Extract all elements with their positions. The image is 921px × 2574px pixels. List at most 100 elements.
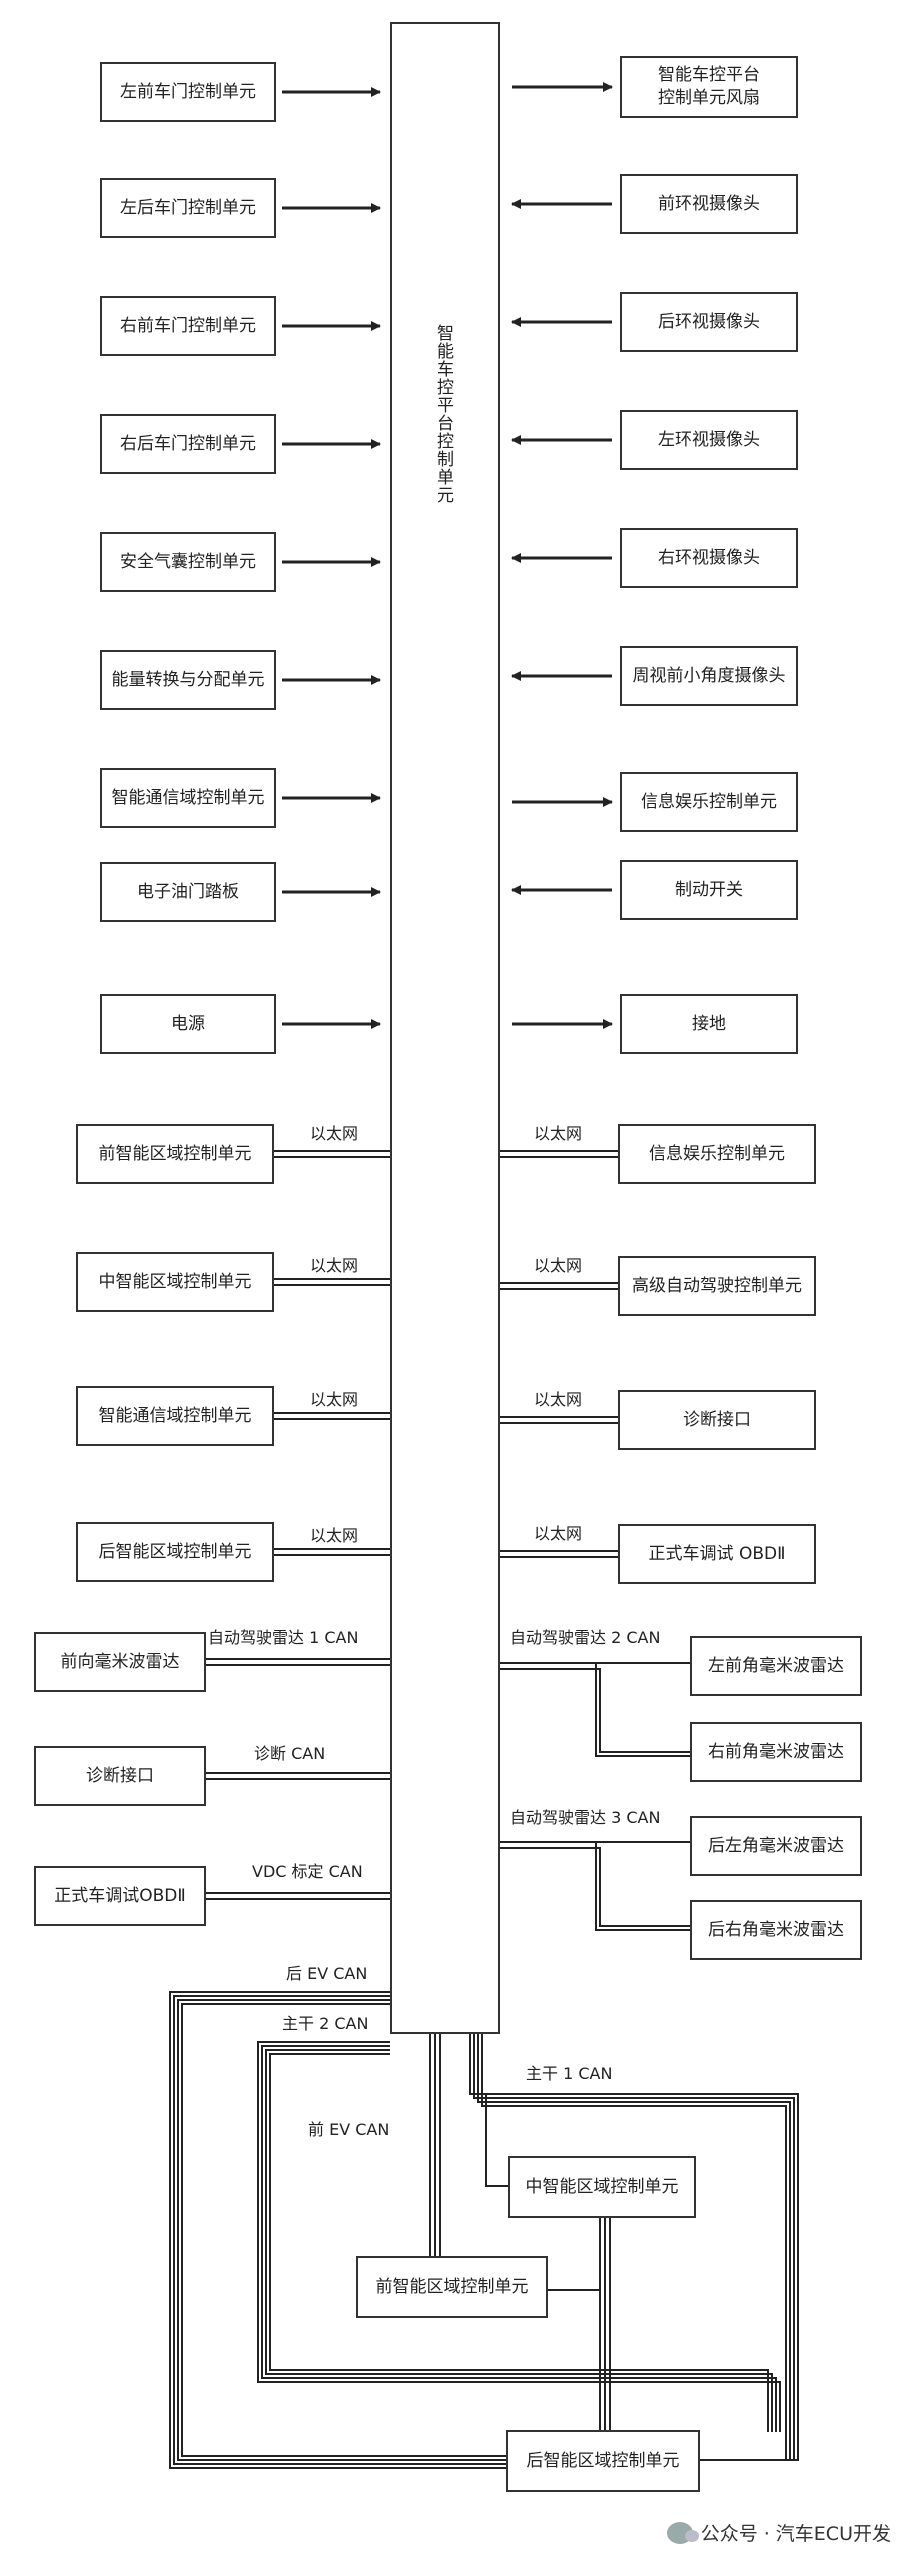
eth-left-box-1: 中智能区域控制单元	[76, 1252, 274, 1312]
eth-left-bus-label-1: 以太网	[308, 1256, 361, 1276]
left-box-label: 电源	[171, 1013, 205, 1034]
main2-can-wire-0	[257, 2041, 781, 2432]
front-ev-can-wire-1	[356, 2034, 436, 2287]
can-left-bus-label-0: 自动驾驶雷达 1 CAN	[206, 1628, 361, 1648]
can-right-bus2-label: 自动驾驶雷达 2 CAN	[508, 1628, 663, 1648]
central-unit-label: 智能车控平台控制单元	[433, 324, 453, 504]
bus2-wire-c	[595, 1663, 690, 1757]
can-left-bus-label-1: 诊断 CAN	[252, 1744, 328, 1764]
eth-left-box-3: 后智能区域控制单元	[76, 1522, 274, 1582]
rear-ev-can-wire-3	[181, 2003, 506, 2457]
left-box-label: 电子油门踏板	[137, 881, 239, 902]
left-box-5: 能量转换与分配单元	[100, 650, 276, 710]
right-box-label: 右环视摄像头	[658, 547, 760, 568]
eth-left-bus-label-3: 以太网	[308, 1526, 361, 1546]
right-box-label: 周视前小角度摄像头	[632, 665, 786, 686]
eth-left-label: 前智能区域控制单元	[98, 1143, 252, 1164]
radar-rl-box: 后左角毫米波雷达	[690, 1816, 862, 1876]
left-box-label: 右前车门控制单元	[120, 315, 256, 336]
left-box-label: 左后车门控制单元	[120, 197, 256, 218]
rear-ev-can-wire-0	[169, 1991, 506, 2469]
main2-can-wire-3	[269, 2053, 769, 2432]
watermark: 公众号 · 汽车ECU开发	[666, 2519, 891, 2546]
eth-left-box-2: 智能通信域控制单元	[76, 1386, 274, 1446]
left-box-1: 左后车门控制单元	[100, 178, 276, 238]
right-box-1: 前环视摄像头	[620, 174, 798, 234]
main2-can-wire-1	[261, 2045, 777, 2432]
eth-right-bus-label-1: 以太网	[532, 1256, 585, 1276]
rear-ev-can-wire-1	[173, 1995, 506, 2465]
rear-ev-can-label: 后 EV CAN	[284, 1964, 370, 1984]
left-box-label: 能量转换与分配单元	[111, 669, 265, 690]
bus2-wire-b	[500, 1668, 690, 1753]
radar-fl-label: 左前角毫米波雷达	[708, 1655, 844, 1676]
right-box-label: 左环视摄像头	[658, 429, 760, 450]
can-left-bus-label-2: VDC 标定 CAN	[250, 1862, 365, 1882]
main2-can-wire-2	[265, 2049, 773, 2432]
main2-can-label: 主干 2 CAN	[280, 2014, 371, 2034]
right-box-label: 制动开关	[675, 879, 743, 900]
eth-left-label: 后智能区域控制单元	[98, 1541, 252, 1562]
right-box-label: 信息娱乐控制单元	[641, 791, 777, 812]
eth-left-bus-label-0: 以太网	[308, 1124, 361, 1144]
can-left-box-2: 正式车调试OBDⅡ	[34, 1866, 206, 1926]
right-box-label: 前环视摄像头	[658, 193, 760, 214]
left-box-label: 安全气囊控制单元	[120, 551, 256, 572]
radar-fr-label: 右前角毫米波雷达	[708, 1741, 844, 1762]
front-ev-can-label: 前 EV CAN	[306, 2120, 392, 2140]
eth-right-label: 信息娱乐控制单元	[649, 1143, 785, 1164]
main1-can-wire-1	[473, 2034, 795, 2461]
rear-zone-label: 后智能区域控制单元	[526, 2450, 680, 2471]
front-zone-box: 前智能区域控制单元	[356, 2256, 548, 2318]
right-box-label: 后环视摄像头	[658, 311, 760, 332]
left-box-7: 电子油门踏板	[100, 862, 276, 922]
left-box-6: 智能通信域控制单元	[100, 768, 276, 828]
radar-rr-label: 后右角毫米波雷达	[708, 1919, 844, 1940]
left-box-0: 左前车门控制单元	[100, 62, 276, 122]
mid-zone-label: 中智能区域控制单元	[525, 2176, 679, 2197]
eth-left-bus-label-2: 以太网	[308, 1390, 361, 1410]
left-box-label: 左前车门控制单元	[120, 81, 256, 102]
front-zone-label: 前智能区域控制单元	[375, 2276, 529, 2297]
rear-ev-can-wire-2	[177, 1999, 506, 2461]
left-box-2: 右前车门控制单元	[100, 296, 276, 356]
rear-zone-box: 后智能区域控制单元	[506, 2430, 700, 2492]
right-box-label: 接地	[692, 1013, 726, 1034]
eth-right-bus-label-3: 以太网	[532, 1524, 585, 1544]
can-left-label: 正式车调试OBDⅡ	[54, 1885, 186, 1906]
right-box-3: 左环视摄像头	[620, 410, 798, 470]
can-left-label: 前向毫米波雷达	[60, 1651, 180, 1672]
bus3-wire-c	[595, 1842, 690, 1931]
radar-rr-box: 后右角毫米波雷达	[690, 1900, 862, 1960]
eth-right-box-1: 高级自动驾驶控制单元	[618, 1256, 816, 1316]
eth-right-label: 高级自动驾驶控制单元	[632, 1275, 802, 1296]
can-left-box-0: 前向毫米波雷达	[34, 1632, 206, 1692]
left-box-4: 安全气囊控制单元	[100, 532, 276, 592]
main1-can-label: 主干 1 CAN	[524, 2064, 615, 2084]
eth-left-label: 中智能区域控制单元	[98, 1271, 252, 1292]
radar-fl-box: 左前角毫米波雷达	[690, 1636, 862, 1696]
right-box-6: 信息娱乐控制单元	[620, 772, 798, 832]
right-box-8: 接地	[620, 994, 798, 1054]
mid-zone-box: 中智能区域控制单元	[508, 2156, 696, 2218]
radar-rl-label: 后左角毫米波雷达	[708, 1835, 844, 1856]
left-box-8: 电源	[100, 994, 276, 1054]
watermark-text: 公众号 · 汽车ECU开发	[700, 2523, 891, 2545]
eth-right-bus-label-2: 以太网	[532, 1390, 585, 1410]
can-left-box-1: 诊断接口	[34, 1746, 206, 1806]
can-left-label: 诊断接口	[86, 1765, 154, 1786]
eth-right-label: 诊断接口	[683, 1409, 751, 1430]
eth-right-label: 正式车调试 OBDⅡ	[648, 1543, 786, 1564]
right-box-0: 智能车控平台 控制单元风扇	[620, 56, 798, 118]
right-box-label: 智能车控平台 控制单元风扇	[658, 65, 760, 108]
front-ev-can-wire-0	[356, 2034, 431, 2287]
front-ev-can-wire-2	[356, 2034, 441, 2287]
central-control-unit: 智能车控平台控制单元	[390, 22, 500, 2034]
wechat-icon	[666, 2521, 699, 2544]
right-box-7: 制动开关	[620, 860, 798, 920]
can-right-bus3-label: 自动驾驶雷达 3 CAN	[508, 1808, 663, 1828]
eth-left-label: 智能通信域控制单元	[98, 1405, 252, 1426]
left-box-label: 右后车门控制单元	[120, 433, 256, 454]
